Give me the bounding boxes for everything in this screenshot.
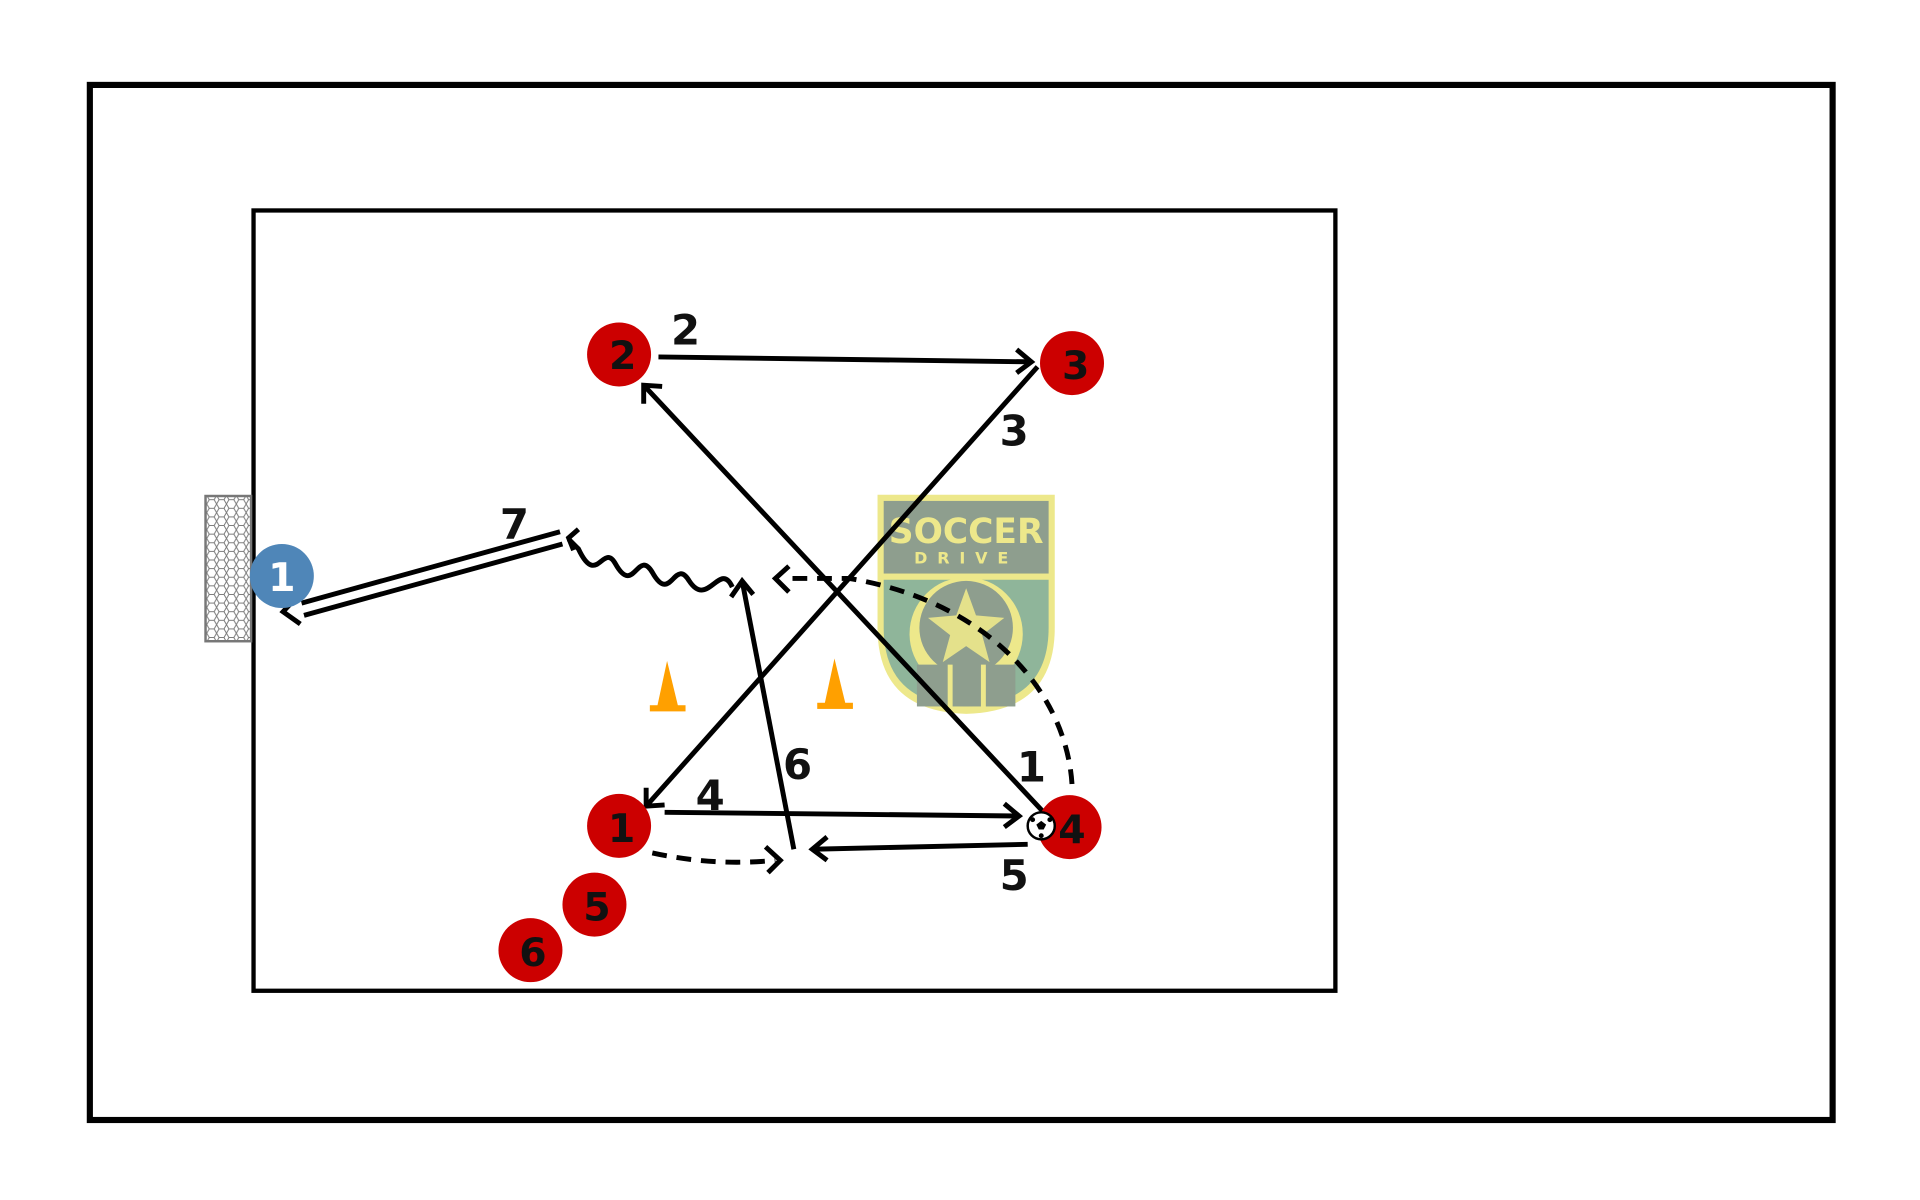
player-label: 3: [1062, 343, 1089, 389]
player-5[interactable]: 5: [562, 872, 627, 937]
dribble-wavy-line: [565, 527, 735, 593]
player-6[interactable]: 6: [498, 918, 563, 983]
pass-arrow-4: [664, 801, 1024, 830]
step-label: 2: [671, 306, 700, 355]
pass-arrow-3: [643, 365, 1040, 809]
run-dashed-arrow: [651, 844, 784, 875]
logo-text-soccer: SOCCER: [889, 512, 1044, 552]
player-1[interactable]: 1: [587, 793, 652, 858]
pass-arrow-6: [729, 576, 797, 850]
player-label: 1: [268, 555, 295, 601]
player-label: 1: [608, 806, 635, 852]
player-2[interactable]: 2: [587, 322, 652, 387]
logo-text-drive: DRIVE: [914, 549, 1018, 568]
run-dashed-arrow: [771, 564, 1075, 785]
player-4[interactable]: 4: [1037, 795, 1102, 860]
goalkeeper-player[interactable]: 1: [249, 544, 314, 608]
pass-arrow-5: [808, 835, 1028, 863]
player-3[interactable]: 3: [1040, 331, 1104, 396]
cone-icon: [817, 658, 853, 709]
step-label: 5: [1000, 851, 1029, 900]
cone-icon: [649, 660, 686, 712]
soccer-drive-logo: SOCCER DRIVE: [877, 494, 1055, 714]
step-label: 3: [1000, 407, 1029, 456]
outer-field-boundary: [86, 81, 1836, 1124]
step-label: 7: [500, 500, 529, 549]
pass-arrow-1: [641, 382, 1046, 814]
goal-net: [204, 494, 253, 643]
step-label: 4: [696, 771, 725, 820]
player-label: 2: [609, 333, 636, 379]
inner-grid-boundary: [251, 208, 1338, 993]
step-label: 6: [783, 740, 812, 789]
step-label: 1: [1017, 743, 1046, 792]
player-label: 5: [583, 885, 610, 931]
player-label: 4: [1058, 807, 1085, 853]
pass-arrow-2: [658, 347, 1036, 375]
soccer-ball-icon[interactable]: [1026, 811, 1056, 841]
player-label: 6: [519, 930, 546, 976]
